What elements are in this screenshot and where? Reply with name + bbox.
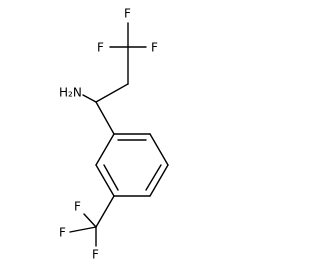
fluorine-top-1: F — [124, 7, 131, 21]
fluorine-top-2: F — [97, 41, 104, 55]
ring-double-bond-left — [103, 164, 119, 191]
chemical-structure: H₂N F F F F F F — [59, 7, 169, 262]
fluorine-top-3: F — [151, 41, 158, 55]
bond-cf3-bottom-f2 — [69, 226, 97, 233]
bond-cf3-bottom-f1 — [83, 213, 97, 228]
bond-ch2-to-ch — [95, 83, 129, 103]
ring-bond-3 — [149, 164, 169, 197]
fluorine-bottom-1: F — [74, 200, 81, 214]
bond-ch-to-ring — [95, 101, 115, 135]
ring-double-bond-right — [145, 164, 162, 191]
fluorine-bottom-2: F — [59, 226, 66, 240]
fluorine-bottom-3: F — [92, 248, 99, 262]
ring-bond-2 — [149, 133, 169, 166]
bond-ch-to-amine — [82, 94, 97, 103]
ring-bond-6 — [95, 133, 115, 166]
amine-label: H₂N — [59, 86, 82, 100]
ring-bond-5 — [95, 164, 115, 197]
bond-ring-to-cf3 — [95, 195, 115, 228]
